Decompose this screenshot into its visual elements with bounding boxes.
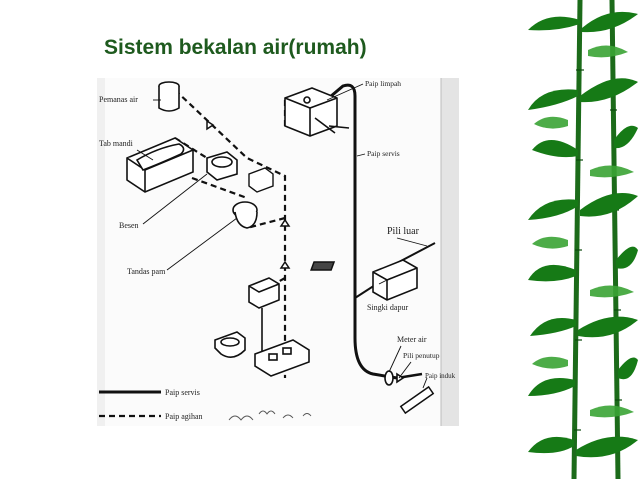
flush-toilet	[232, 201, 258, 229]
water-meter	[384, 370, 405, 386]
label-legend-servis: Paip servis	[165, 388, 200, 397]
main-pipe-stub	[399, 385, 435, 415]
service-pipe	[316, 83, 398, 380]
label-legend-agihan: Paip agihan	[165, 412, 203, 421]
label-besen: Besen	[119, 221, 139, 230]
label-tandas-pam: Tandas pam	[127, 267, 166, 276]
label-paip-limpah: Paip limpah	[365, 79, 401, 88]
kitchen-sink	[310, 259, 418, 301]
label-singki-dapur: Singki dapur	[367, 303, 408, 312]
lower-toilet	[214, 331, 246, 358]
label-pemanas-air: Pemanas air	[99, 95, 138, 104]
water-heater	[158, 81, 180, 112]
bamboo-decoration	[528, 0, 638, 479]
slide-title: Sistem bekalan air(rumah)	[104, 36, 367, 59]
lower-cistern	[248, 277, 280, 309]
overflow-pipe	[328, 125, 350, 129]
label-meter-air: Meter air	[397, 335, 427, 344]
label-pili-penutup: Pili penutup	[403, 351, 440, 360]
label-paip-servis: Paip servis	[367, 149, 400, 158]
plumbing-diagram: Pemanas air Tab mandi Besen Tandas pam P…	[97, 78, 459, 426]
label-pili-luar: Pili luar	[387, 226, 420, 237]
roof-tank	[284, 87, 338, 137]
label-paip-induk: Paip induk	[425, 372, 456, 380]
basin	[206, 151, 238, 181]
bathtub	[126, 137, 194, 193]
label-tab-mandi: Tab mandi	[99, 139, 134, 148]
floor-tray	[254, 339, 310, 377]
